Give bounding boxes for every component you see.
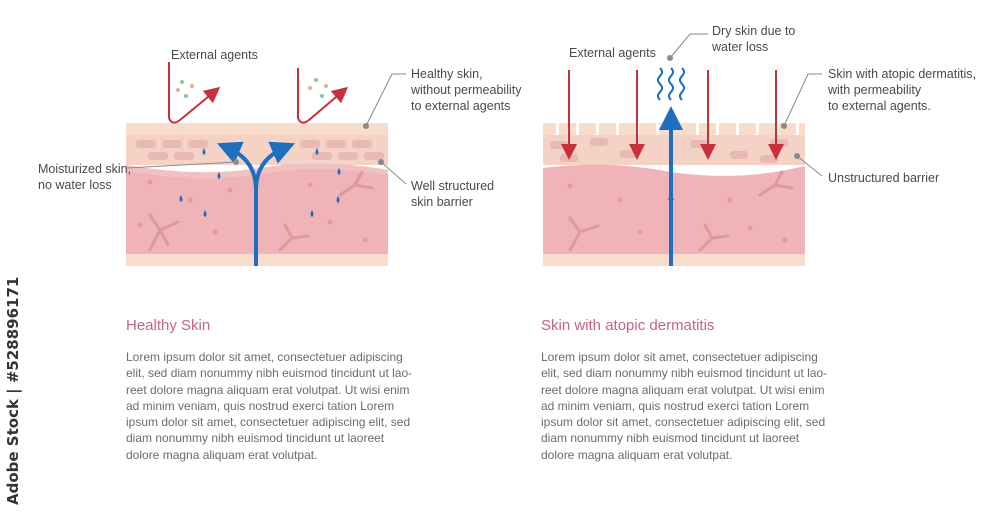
external-agents-deflected-arrows	[168, 62, 349, 124]
healthy-skin-label: Healthy skin, without permeability to ex…	[411, 67, 522, 113]
atopic-skin-label: Skin with atopic dermatitis, with permea…	[828, 67, 976, 113]
healthy-skin-description: Lorem ipsum dolor sit amet, consectetuer…	[126, 350, 413, 462]
healthy-skin-title: Healthy Skin	[126, 317, 211, 334]
external-agents-label-left: External agents	[171, 48, 258, 62]
atopic-skin-title: Skin with atopic dermatitis	[541, 317, 715, 334]
water-loss-arrow	[659, 106, 683, 266]
water-retained-arrow	[216, 141, 296, 266]
atopic-skin-description: Lorem ipsum dolor sit amet, consectetuer…	[541, 350, 828, 462]
moisturized-skin-label: Moisturized skin, no water loss	[38, 162, 132, 192]
evaporation-waves-icon	[657, 67, 685, 101]
left-leader-lines	[125, 73, 407, 185]
dry-skin-label: Dry skin due to water loss	[712, 24, 796, 54]
water-droplets	[179, 148, 341, 217]
atopic-skin-cross-section	[543, 123, 805, 266]
external-agents-penetrating-arrows	[561, 70, 784, 160]
unstructured-barrier-label: Unstructured barrier	[828, 171, 940, 185]
external-agents-label-right: External agents	[569, 46, 656, 60]
stock-credit: Adobe Stock | #528896171	[4, 276, 22, 505]
well-structured-barrier-label: Well structured skin barrier	[411, 179, 495, 209]
right-leader-lines	[667, 33, 823, 177]
